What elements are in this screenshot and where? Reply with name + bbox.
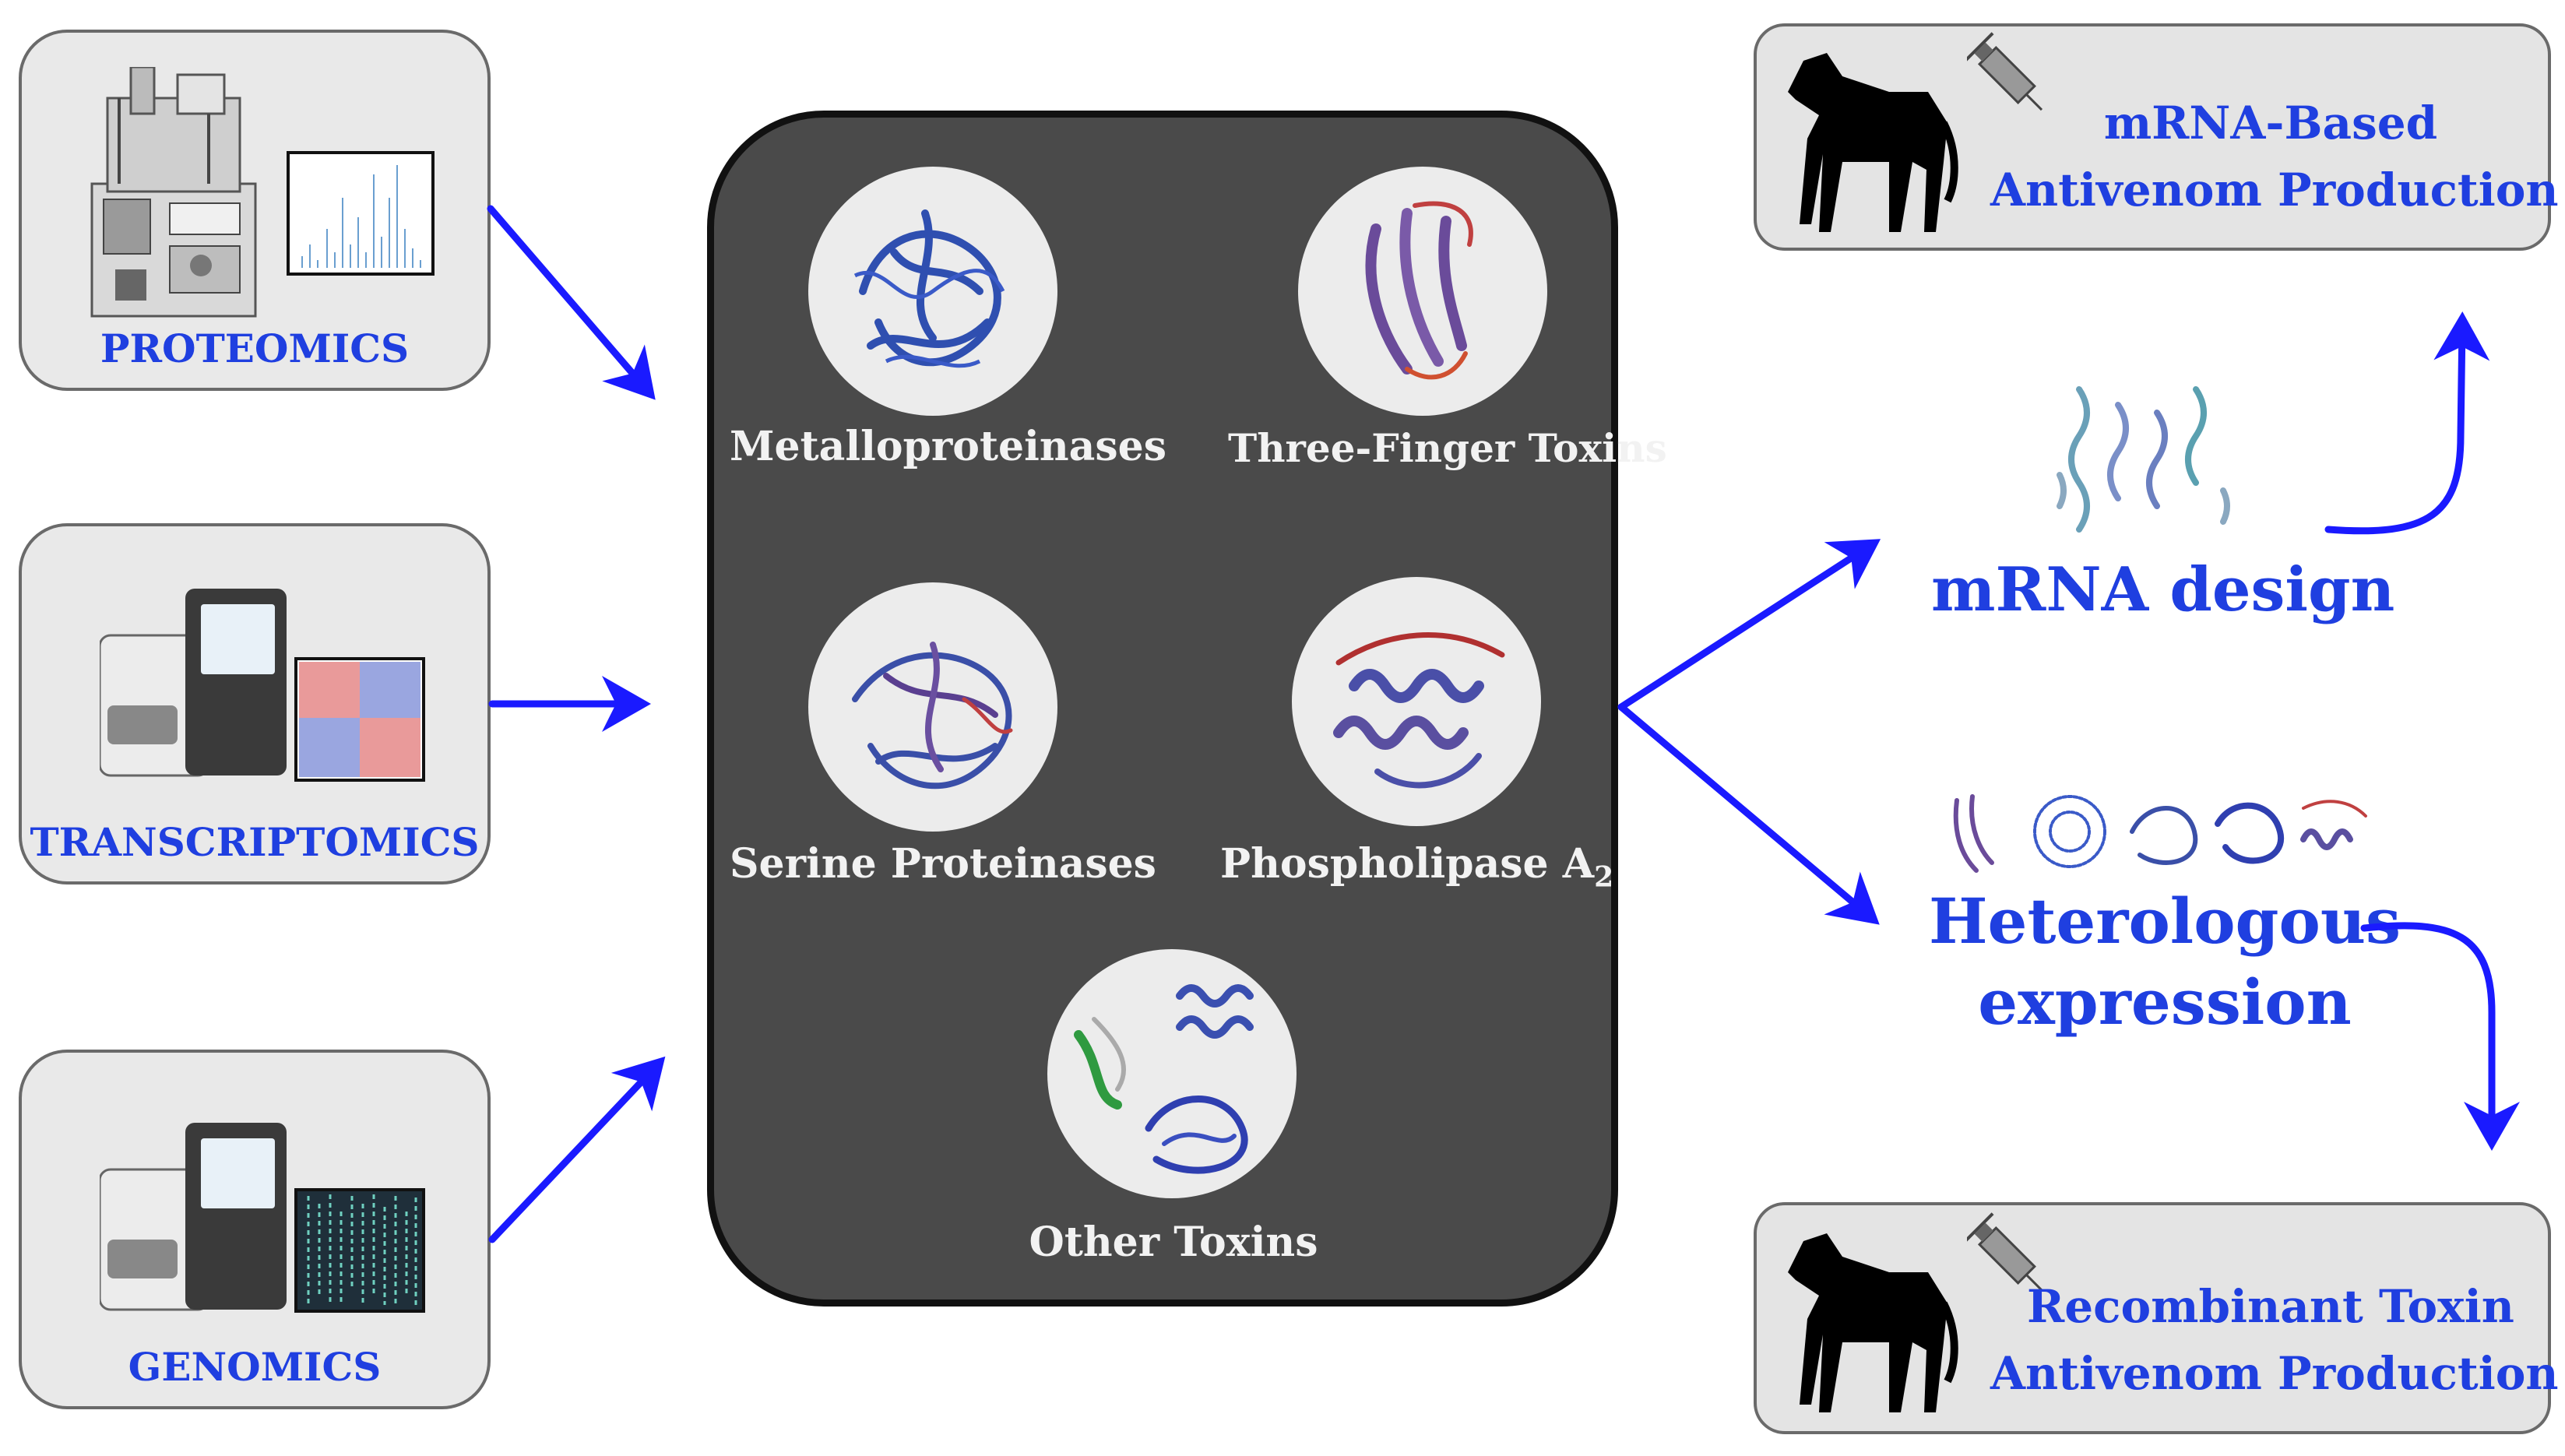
- phospholipase-structure: [1292, 577, 1541, 826]
- genomics-label: GENOMICS: [128, 1344, 382, 1390]
- serine-proteinase-structure: [808, 582, 1057, 832]
- proteomics-box: PROTEOMICS: [19, 30, 491, 391]
- protein-structure-icon: [1365, 201, 1473, 380]
- horse-icon: [1788, 53, 1958, 232]
- phospholipase-subscript: 2: [1594, 860, 1614, 894]
- recombinant-antivenom-line2: Antivenom Production: [1990, 1347, 2559, 1400]
- heterologous-line2: expression: [1978, 965, 2352, 1039]
- protein-structure-icon: [1953, 794, 2367, 873]
- syringe-icon: [1967, 1212, 2043, 1292]
- transcriptomics-label: TRANSCRIPTOMICS: [30, 819, 480, 865]
- other-toxins-structure: [1047, 949, 1297, 1198]
- heatmap-icon: [294, 657, 425, 782]
- other-toxins-label: Other Toxins: [1029, 1219, 1318, 1266]
- mass-spectrometer-icon: [90, 67, 257, 318]
- protein-structure-icon: [1074, 984, 1254, 1174]
- phospholipase-text: Phospholipase A: [1220, 840, 1595, 888]
- sequence-reads-icon: [294, 1188, 425, 1313]
- mrna-antivenom-line2: Antivenom Production: [1990, 164, 2559, 216]
- heterologous-line1: Heterologous: [1928, 885, 2401, 958]
- protein-structure-icon: [1333, 632, 1505, 789]
- genomics-box: GENOMICS: [19, 1050, 491, 1409]
- horse-icon: [1788, 1233, 1958, 1412]
- arrow-genomics: [488, 1056, 666, 1243]
- spectrum-chart-icon: [287, 151, 435, 276]
- transcriptomics-box: TRANSCRIPTOMICS: [19, 523, 491, 885]
- three-finger-structure: [1298, 167, 1547, 416]
- arrow-mrna-up: [2324, 311, 2490, 535]
- toxin-panel: Metalloproteinases Three-Finger Toxins: [707, 111, 1667, 1307]
- sequencer-icon: [100, 589, 287, 777]
- arrow-hetero-down: [2360, 922, 2520, 1151]
- mrna-strand-icon: [2057, 386, 2230, 533]
- protein-structure-icon: [852, 642, 1013, 790]
- arrow-to-mrna: [1617, 539, 1881, 711]
- syringe-icon: [1967, 32, 2043, 111]
- recombinant-antivenom-line1: Recombinant Toxin: [2027, 1280, 2514, 1333]
- arrow-to-heterologous: [1617, 703, 1880, 925]
- serine-proteinases-label: Serine Proteinases: [730, 840, 1156, 888]
- proteomics-label: PROTEOMICS: [100, 325, 410, 371]
- recombinant-antivenom-box: Recombinant Toxin Antivenom Production: [1754, 1202, 2559, 1434]
- arrow-proteomics: [487, 205, 656, 400]
- sequencer-icon: [100, 1123, 287, 1311]
- three-finger-toxins-label: Three-Finger Toxins: [1228, 425, 1667, 471]
- protein-structure-icon: [853, 209, 1005, 368]
- mrna-antivenom-box: mRNA-Based Antivenom Production: [1754, 23, 2559, 251]
- mrna-design-label: mRNA design: [1931, 554, 2395, 625]
- mrna-antivenom-line1: mRNA-Based: [2103, 97, 2438, 149]
- metalloproteinases-label: Metalloproteinases: [730, 423, 1166, 470]
- phospholipase-a2-label: Phospholipase A2: [1220, 840, 1614, 894]
- metalloproteinase-structure: [808, 167, 1057, 416]
